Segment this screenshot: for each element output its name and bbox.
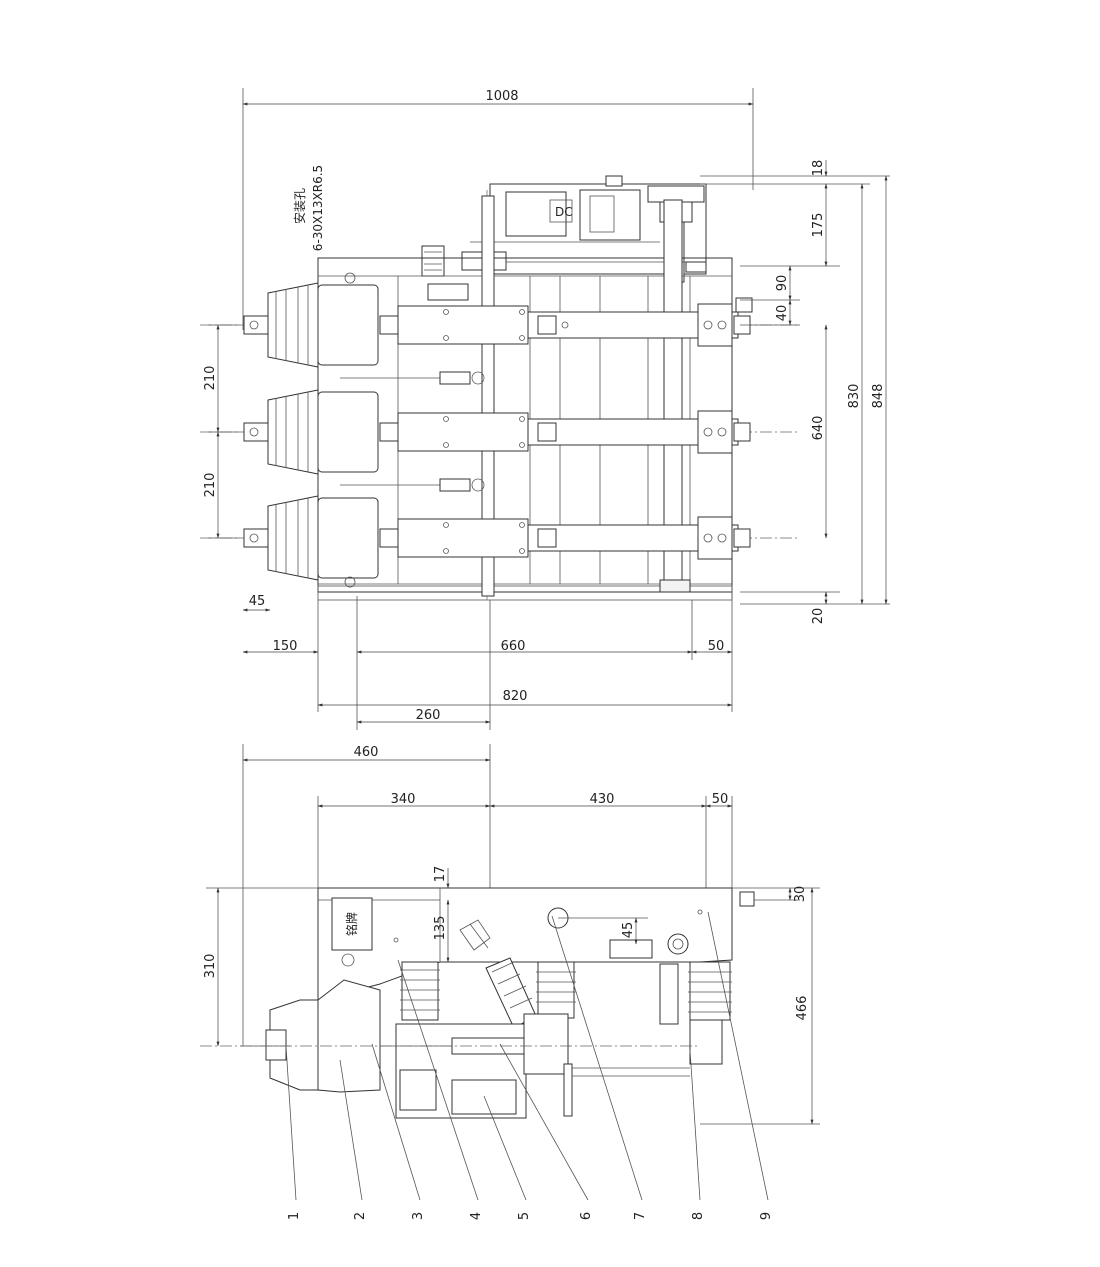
dim-45-side: 45 (621, 922, 636, 939)
pole-2 (200, 389, 800, 475)
leader-lines (285, 911, 769, 1201)
dim-175: 175 (811, 213, 826, 238)
dim-820: 820 (503, 689, 528, 704)
dim-210-lower: 210 (203, 473, 218, 498)
dim-17: 17 (433, 866, 448, 883)
dim-466: 466 (795, 996, 810, 1021)
dim-150: 150 (273, 639, 298, 654)
dim-50-side: 50 (712, 792, 729, 807)
spring-stack-left (400, 961, 440, 1021)
part-number-2: 2 (353, 1212, 368, 1220)
bushing (240, 979, 381, 1093)
dim-460: 460 (354, 745, 379, 760)
part-number-4: 4 (469, 1212, 484, 1220)
dim-1008: 1008 (485, 89, 518, 104)
pole-1 (200, 282, 800, 368)
dim-18: 18 (811, 160, 826, 177)
spring-stack-right (659, 961, 732, 1065)
side-view: 460 340 430 50 铭牌 (200, 744, 820, 1220)
dim-90: 90 (775, 275, 790, 292)
dim-210-upper: 210 (203, 366, 218, 391)
part-number-9: 9 (759, 1212, 774, 1220)
dim-50-top: 50 (708, 639, 725, 654)
dim-20: 20 (811, 608, 826, 625)
dim-135: 135 (433, 916, 448, 941)
svg-text:DC: DC (555, 205, 573, 219)
dim-830: 830 (847, 384, 862, 409)
dim-310: 310 (203, 954, 218, 979)
part-number-1: 1 (287, 1212, 302, 1220)
mounting-hole-label: 安装孔 (292, 188, 307, 224)
nameplate-label: 铭牌 (344, 912, 359, 936)
mounting-hole-spec: 6-30X13XR6.5 (311, 165, 325, 251)
dim-30: 30 (793, 886, 808, 903)
dim-45: 45 (249, 594, 266, 609)
operating-mechanism-top: DC (421, 175, 707, 301)
dim-340: 340 (391, 792, 416, 807)
pole-3 (200, 495, 800, 581)
dim-260: 260 (416, 708, 441, 723)
dim-660: 660 (501, 639, 526, 654)
top-view: 1008 安装孔 6-30X13XR6.5 DC (200, 88, 890, 730)
part-number-6: 6 (579, 1212, 594, 1220)
dim-640: 640 (811, 416, 826, 441)
spring-stack-mid (485, 957, 576, 1029)
dim-848: 848 (871, 384, 886, 409)
part-number-8: 8 (691, 1212, 706, 1220)
part-number-7: 7 (633, 1212, 648, 1220)
dim-430: 430 (590, 792, 615, 807)
part-number-3: 3 (411, 1212, 426, 1220)
part-number-5: 5 (517, 1212, 532, 1220)
dim-40: 40 (775, 305, 790, 322)
